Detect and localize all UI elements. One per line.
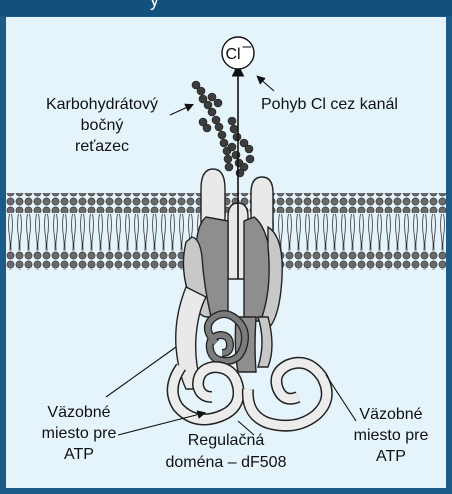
carbohydrate-label-1: Karbohydrátový bbox=[46, 96, 158, 113]
movement-label: Pohyb Cl cez kanál bbox=[261, 96, 398, 113]
ion-symbol: Cl bbox=[225, 46, 240, 63]
chloride-ion: Cl – bbox=[222, 37, 254, 69]
carbohydrate-chain bbox=[192, 81, 254, 177]
membrane-outer-heads-1 bbox=[6, 193, 446, 203]
membrane-outer-heads-2 bbox=[6, 203, 446, 213]
atp-right-label-2: miesto pre bbox=[354, 427, 429, 444]
cftr-diagram: Cl – Karbohydrátový bočný reťazec Pohyb … bbox=[6, 17, 446, 488]
ion-charge: – bbox=[243, 38, 252, 55]
carbohydrate-label-2: bočný bbox=[81, 117, 124, 134]
carbohydrate-label-3: reťazec bbox=[75, 138, 129, 155]
regulatory-label-1: Regulačná bbox=[188, 432, 265, 449]
atp-right-label-3: ATP bbox=[376, 448, 406, 465]
atp-right-label-1: Väzobné bbox=[359, 406, 422, 423]
title-bar: y bbox=[0, 0, 452, 16]
title-bar-text: y bbox=[150, 0, 159, 11]
atp-left-label-3: ATP bbox=[64, 446, 94, 463]
regulatory-label-2: doména – dF508 bbox=[166, 454, 287, 471]
atp-left-label-1: Väzobné bbox=[47, 404, 110, 421]
atp-left-label-2: miesto pre bbox=[42, 425, 117, 442]
